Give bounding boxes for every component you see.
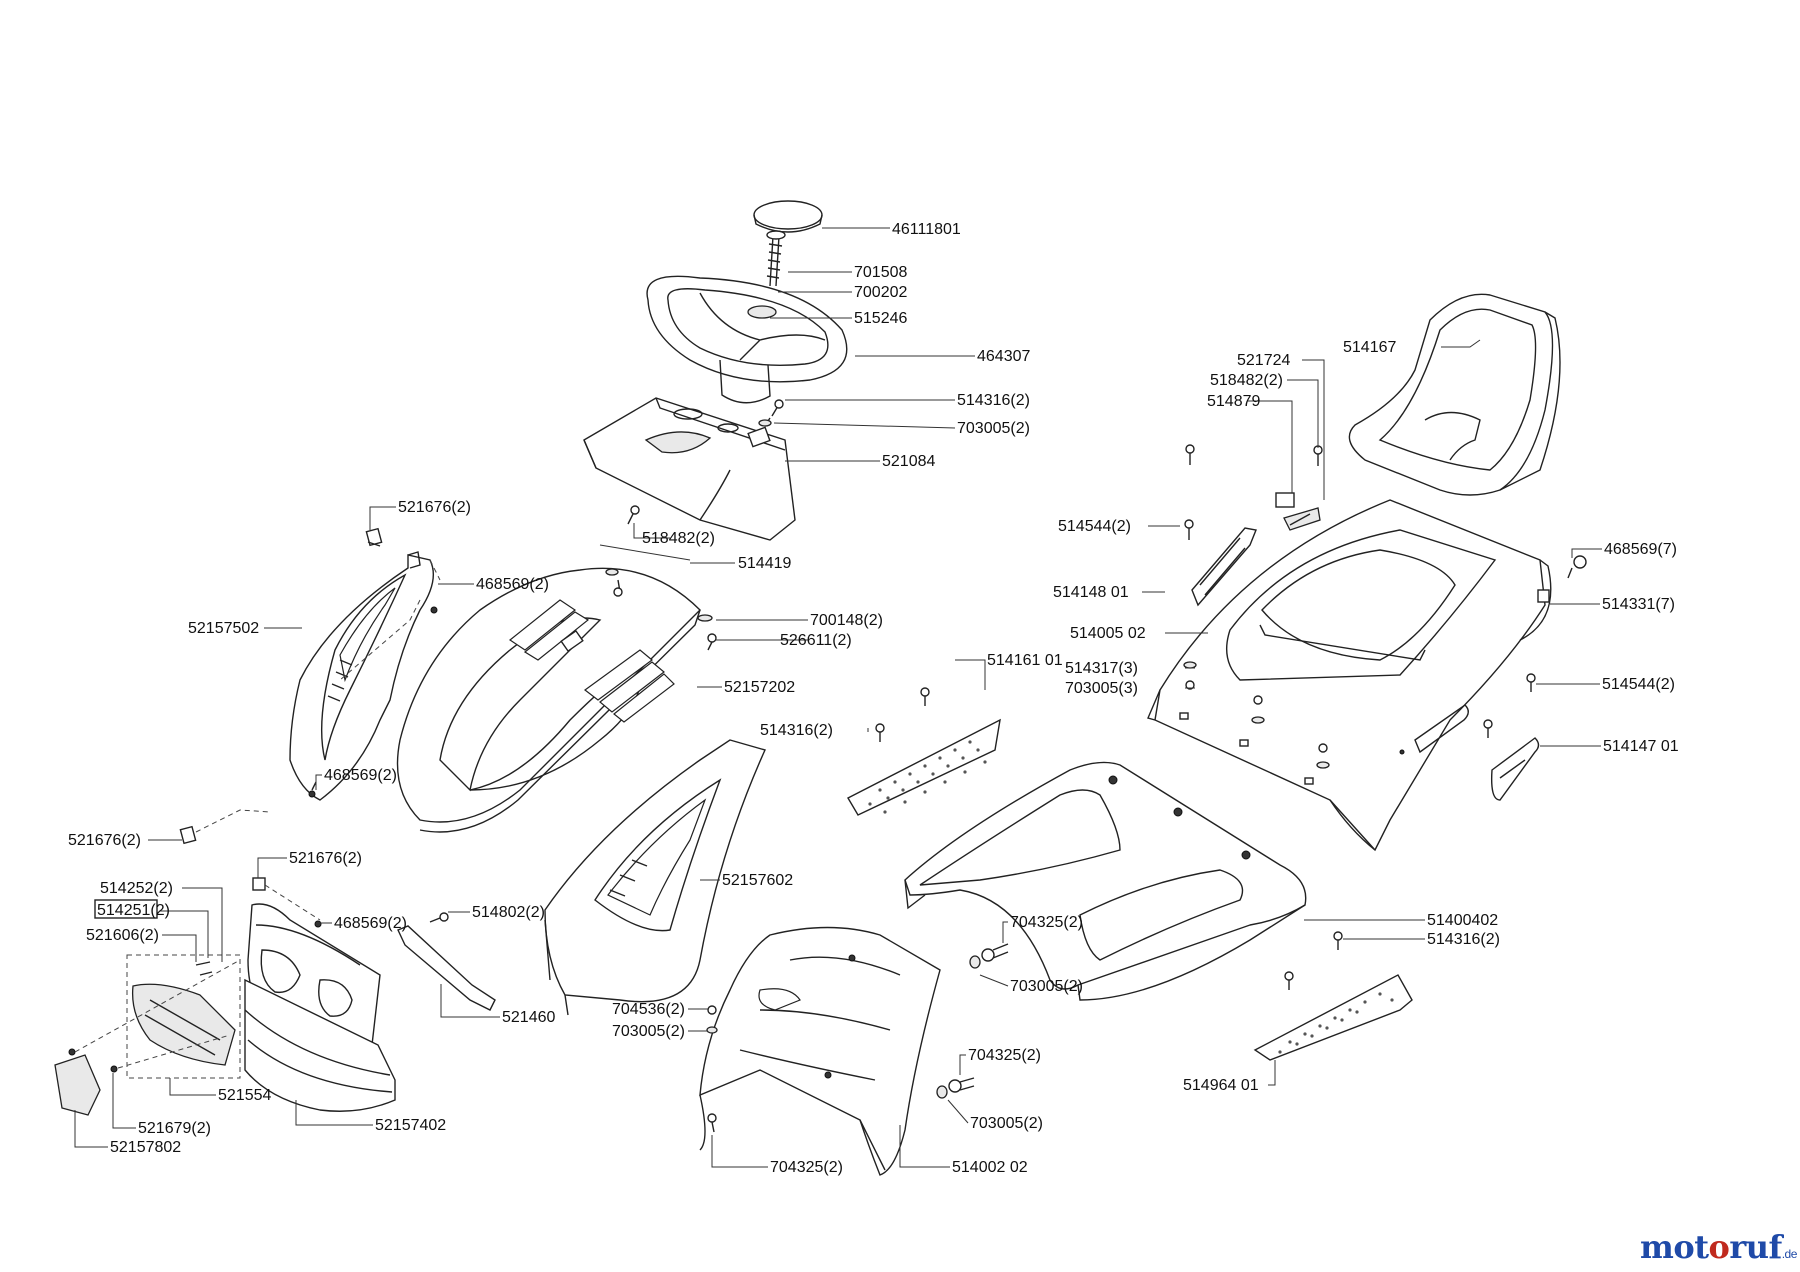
logo-tld: .de bbox=[1781, 1247, 1798, 1261]
logo-part-2: o bbox=[1708, 1228, 1730, 1266]
seat-bracket bbox=[1191, 527, 1257, 607]
label-514005-02: 514005 02 bbox=[1070, 625, 1146, 642]
bracket-521460 bbox=[397, 912, 496, 1011]
label-701508: 701508 bbox=[854, 264, 907, 281]
label-521084: 521084 bbox=[882, 453, 935, 470]
right-footboard bbox=[1253, 931, 1413, 1061]
lower-front-body bbox=[699, 926, 941, 1176]
label-514964-01: 514964 01 bbox=[1183, 1077, 1259, 1094]
steering-bolt bbox=[766, 230, 786, 287]
label-468569-top: 468569(2) bbox=[476, 576, 549, 593]
label-514002-02: 514002 02 bbox=[952, 1159, 1028, 1176]
label-521606: 521606(2) bbox=[86, 927, 159, 944]
left-side-panel bbox=[289, 551, 441, 801]
label-514331: 514331(7) bbox=[1602, 596, 1675, 613]
label-704325-a: 704325(2) bbox=[1010, 914, 1083, 931]
label-514879: 514879 bbox=[1207, 393, 1260, 410]
logo-part-1: mot bbox=[1640, 1228, 1709, 1266]
steering-wheel bbox=[646, 275, 848, 404]
label-521676-bumper: 521676(2) bbox=[289, 850, 362, 867]
label-514802: 514802(2) bbox=[472, 904, 545, 921]
logo-part-3: ruf bbox=[1729, 1228, 1782, 1266]
label-514316-dash: 514316(2) bbox=[957, 392, 1030, 409]
label-521679: 521679(2) bbox=[138, 1120, 211, 1137]
steering-wheel-cap bbox=[753, 200, 823, 233]
lower-body-fasteners bbox=[706, 943, 1009, 1133]
label-514544-right: 514544(2) bbox=[1602, 676, 1675, 693]
label-514316-footboard: 514316(2) bbox=[760, 722, 833, 739]
label-52157402: 52157402 bbox=[375, 1117, 446, 1134]
label-703005-a: 703005(2) bbox=[1010, 978, 1083, 995]
label-704325-b: 704325(2) bbox=[968, 1047, 1041, 1064]
label-52157802: 52157802 bbox=[110, 1139, 181, 1156]
dashboard-screws bbox=[627, 399, 784, 525]
left-panel-clips bbox=[179, 527, 383, 845]
label-514316-right: 514316(2) bbox=[1427, 931, 1500, 948]
label-514147-01: 514147 01 bbox=[1603, 738, 1679, 755]
hood-vent-grille bbox=[508, 599, 675, 723]
label-526611: 526611(2) bbox=[780, 632, 852, 649]
label-521676-top: 521676(2) bbox=[398, 499, 471, 516]
label-703005-dash: 703005(2) bbox=[957, 420, 1030, 437]
left-footboard bbox=[847, 687, 1001, 816]
label-514161-01: 514161 01 bbox=[987, 652, 1063, 669]
label-518482-hood: 518482(2) bbox=[642, 530, 715, 547]
hood bbox=[396, 567, 701, 833]
label-518482-seat: 518482(2) bbox=[1210, 372, 1283, 389]
label-703005-lower: 703005(2) bbox=[612, 1023, 685, 1040]
label-468569-rear: 468569(7) bbox=[1604, 541, 1677, 558]
headlight-lens bbox=[126, 954, 241, 1079]
label-464307: 464307 bbox=[977, 348, 1030, 365]
label-703005-b: 703005(2) bbox=[970, 1115, 1043, 1132]
label-521676-left: 521676(2) bbox=[68, 832, 141, 849]
hood-fasteners bbox=[430, 544, 717, 651]
label-521554: 521554 bbox=[218, 1087, 271, 1104]
label-51400402: 51400402 bbox=[1427, 912, 1498, 929]
label-468569-mid: 468569(2) bbox=[324, 767, 397, 784]
motoruf-logo: motoruf.de bbox=[1640, 1228, 1797, 1266]
dashboard-panel bbox=[583, 397, 796, 541]
label-514252: 514252(2) bbox=[100, 880, 173, 897]
label-52157202: 52157202 bbox=[724, 679, 795, 696]
label-514419: 514419 bbox=[738, 555, 791, 572]
label-514148-01: 514148 01 bbox=[1053, 584, 1129, 601]
label-704325-c: 704325(2) bbox=[770, 1159, 843, 1176]
rear-fender-body bbox=[1147, 499, 1552, 852]
label-521460: 521460 bbox=[502, 1009, 555, 1026]
label-514167: 514167 bbox=[1343, 339, 1396, 356]
part-labels: 46111801 701508 700202 515246 464307 514… bbox=[68, 221, 1679, 1176]
rear-fasteners bbox=[1183, 444, 1587, 769]
label-514317: 514317(3) bbox=[1065, 660, 1138, 677]
label-700202: 700202 bbox=[854, 284, 907, 301]
seat bbox=[1348, 293, 1561, 496]
label-468569-bumper: 468569(2) bbox=[334, 915, 407, 932]
label-52157502: 52157502 bbox=[188, 620, 259, 637]
label-52157602: 52157602 bbox=[722, 872, 793, 889]
front-bumper bbox=[244, 978, 396, 1112]
front-trim-piece bbox=[54, 1054, 101, 1116]
label-514544-left: 514544(2) bbox=[1058, 518, 1131, 535]
label-515246: 515246 bbox=[854, 310, 907, 327]
label-514251: 514251(2) bbox=[97, 902, 170, 919]
label-703005-rear: 703005(3) bbox=[1065, 680, 1138, 697]
seat-switch bbox=[1275, 492, 1321, 531]
leader-lines bbox=[74, 227, 1602, 1168]
label-514251-box bbox=[94, 899, 158, 919]
rear-side-trim bbox=[1490, 737, 1540, 801]
label-46111801: 46111801 bbox=[892, 221, 961, 238]
label-704536: 704536(2) bbox=[612, 1001, 685, 1018]
label-700148: 700148(2) bbox=[810, 612, 883, 629]
center-side-panel bbox=[544, 739, 766, 1016]
chassis-frame bbox=[904, 761, 1307, 1001]
bumper-fasteners bbox=[68, 877, 322, 1073]
label-521724: 521724 bbox=[1237, 352, 1290, 369]
